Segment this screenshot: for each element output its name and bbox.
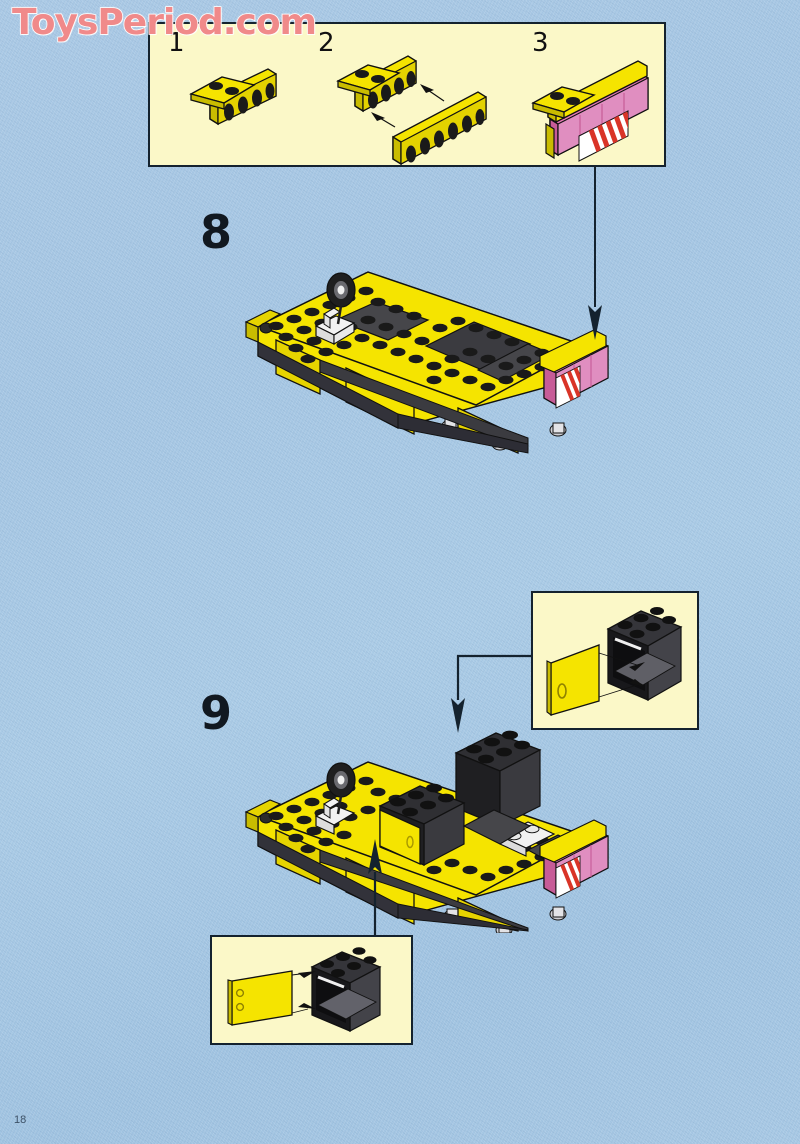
container-door-artwork	[227, 947, 382, 1032]
step-number-9: 9	[200, 686, 233, 740]
piece-yellow-bracket-2	[336, 55, 417, 113]
piece-yellow-door	[546, 644, 600, 717]
assembly-arrows-substep-2	[371, 84, 445, 128]
substeps-artwork	[189, 55, 649, 166]
piece-pink-bumper	[539, 819, 609, 899]
substep-number-1: 1	[168, 28, 185, 58]
piece-assembled-bumper	[531, 60, 649, 162]
container-door-artwork	[546, 607, 683, 717]
container-door-detail-box-bottom	[210, 935, 413, 1045]
substep-number-3: 3	[532, 28, 549, 58]
piece-white-seat	[314, 797, 356, 835]
piece-black-container-front	[378, 783, 466, 866]
piece-yellow-bracket-1	[189, 68, 277, 126]
piece-black-container	[310, 947, 382, 1032]
watermark-toysperiod: ToysPeriod.com	[11, 1, 318, 44]
piece-pink-bumper	[539, 329, 609, 409]
step-8-model	[228, 248, 628, 458]
assembly-arrows	[291, 971, 316, 1014]
page-number: 18	[14, 1114, 27, 1126]
assembly-arrows	[598, 652, 645, 698]
piece-black-container	[606, 607, 683, 702]
substep-number-2: 2	[318, 28, 335, 58]
piece-yellow-door	[227, 970, 293, 1026]
piece-steering-wheel	[326, 272, 356, 325]
step-8-artwork	[244, 271, 609, 454]
sub-assembly-steps-box: 1 2 3	[148, 22, 666, 167]
step-number-8: 8	[200, 205, 233, 259]
step-9-artwork	[244, 730, 609, 937]
piece-steering-wheel	[326, 762, 356, 815]
step-9-model	[228, 718, 628, 937]
piece-yellow-plate-1x6	[392, 91, 487, 166]
container-door-detail-box-right	[531, 591, 699, 730]
piece-black-container-rear	[454, 730, 542, 827]
